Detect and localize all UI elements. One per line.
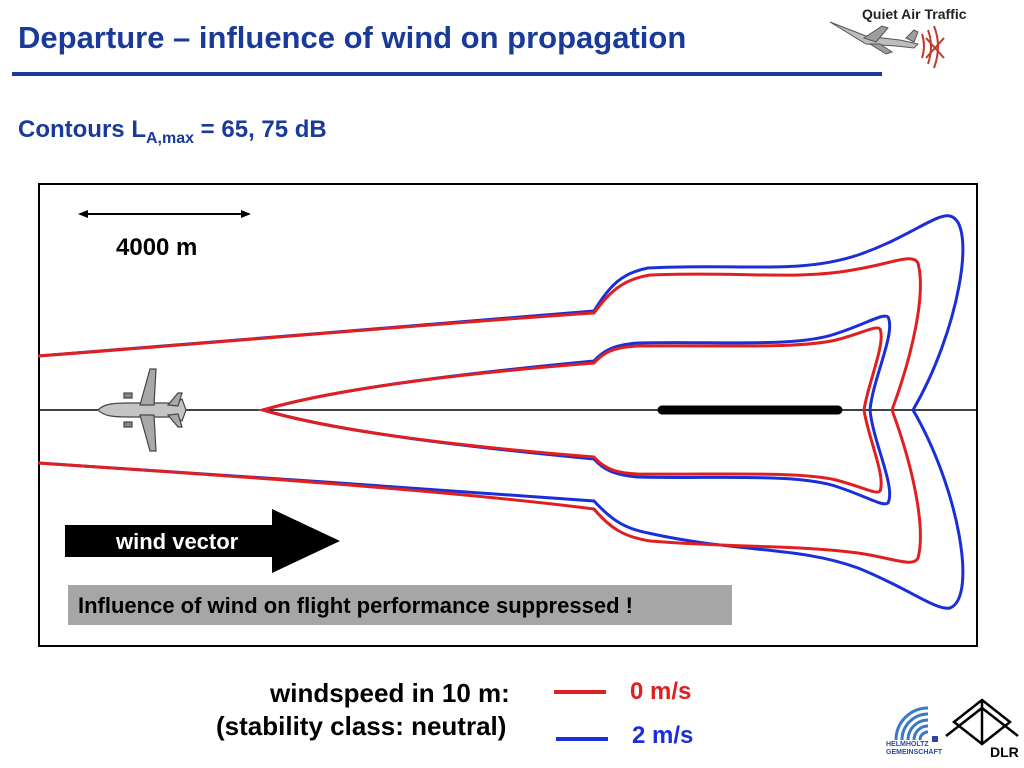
helmholtz-line1: HELMHOLTZ xyxy=(886,741,929,748)
legend-windspeed-label: windspeed in 10 m: xyxy=(270,678,510,708)
scale-label: 4000 m xyxy=(116,234,198,261)
helmholtz-logo-text: HELMHOLTZ GEMEINSCHAFT xyxy=(886,741,946,757)
brand-name: Quiet Air Traffic xyxy=(862,6,967,22)
note-box xyxy=(68,585,732,625)
contours-subtitle: Contours LA,max = 65, 75 dB xyxy=(18,116,327,148)
scale-arrow xyxy=(78,210,251,218)
subtitle-subscript: A,max xyxy=(145,129,195,147)
contour-75db-0ms xyxy=(257,326,883,494)
wind-vector-label: wind vector xyxy=(116,529,239,554)
contour-65db-0ms xyxy=(38,257,922,564)
dlr-logo-text: DLR xyxy=(990,744,1019,760)
quiet-air-traffic-logo xyxy=(829,21,945,69)
wind-vector-arrow xyxy=(65,509,340,573)
contour-65db-2ms xyxy=(38,214,965,610)
noise-contour-diagram xyxy=(38,183,978,647)
subtitle-prefix: Contours L xyxy=(18,116,146,143)
legend-swatch-2ms xyxy=(556,737,608,741)
title-underline xyxy=(12,72,882,76)
note-text: Influence of wind on flight performance … xyxy=(78,593,633,618)
plot-frame xyxy=(38,183,978,647)
helmholtz-line2: GEMEINSCHAFT xyxy=(886,749,942,756)
dlr-logo-icon xyxy=(945,698,1019,746)
helmholtz-logo-icon xyxy=(894,706,938,742)
legend-stability-label: (stability class: neutral) xyxy=(216,711,507,741)
airplane-logo-icon xyxy=(829,21,919,55)
slide-title: Departure – influence of wind on propaga… xyxy=(18,20,687,55)
legend-value-0ms: 0 m/s xyxy=(630,678,692,705)
legend-value-2ms: 2 m/s xyxy=(632,722,694,749)
sound-crossed-icon xyxy=(921,25,945,69)
subtitle-suffix: = 65, 75 dB xyxy=(194,116,327,143)
legend-swatch-0ms xyxy=(554,690,606,694)
aircraft-icon xyxy=(97,368,187,452)
contour-75db-2ms xyxy=(257,314,892,506)
